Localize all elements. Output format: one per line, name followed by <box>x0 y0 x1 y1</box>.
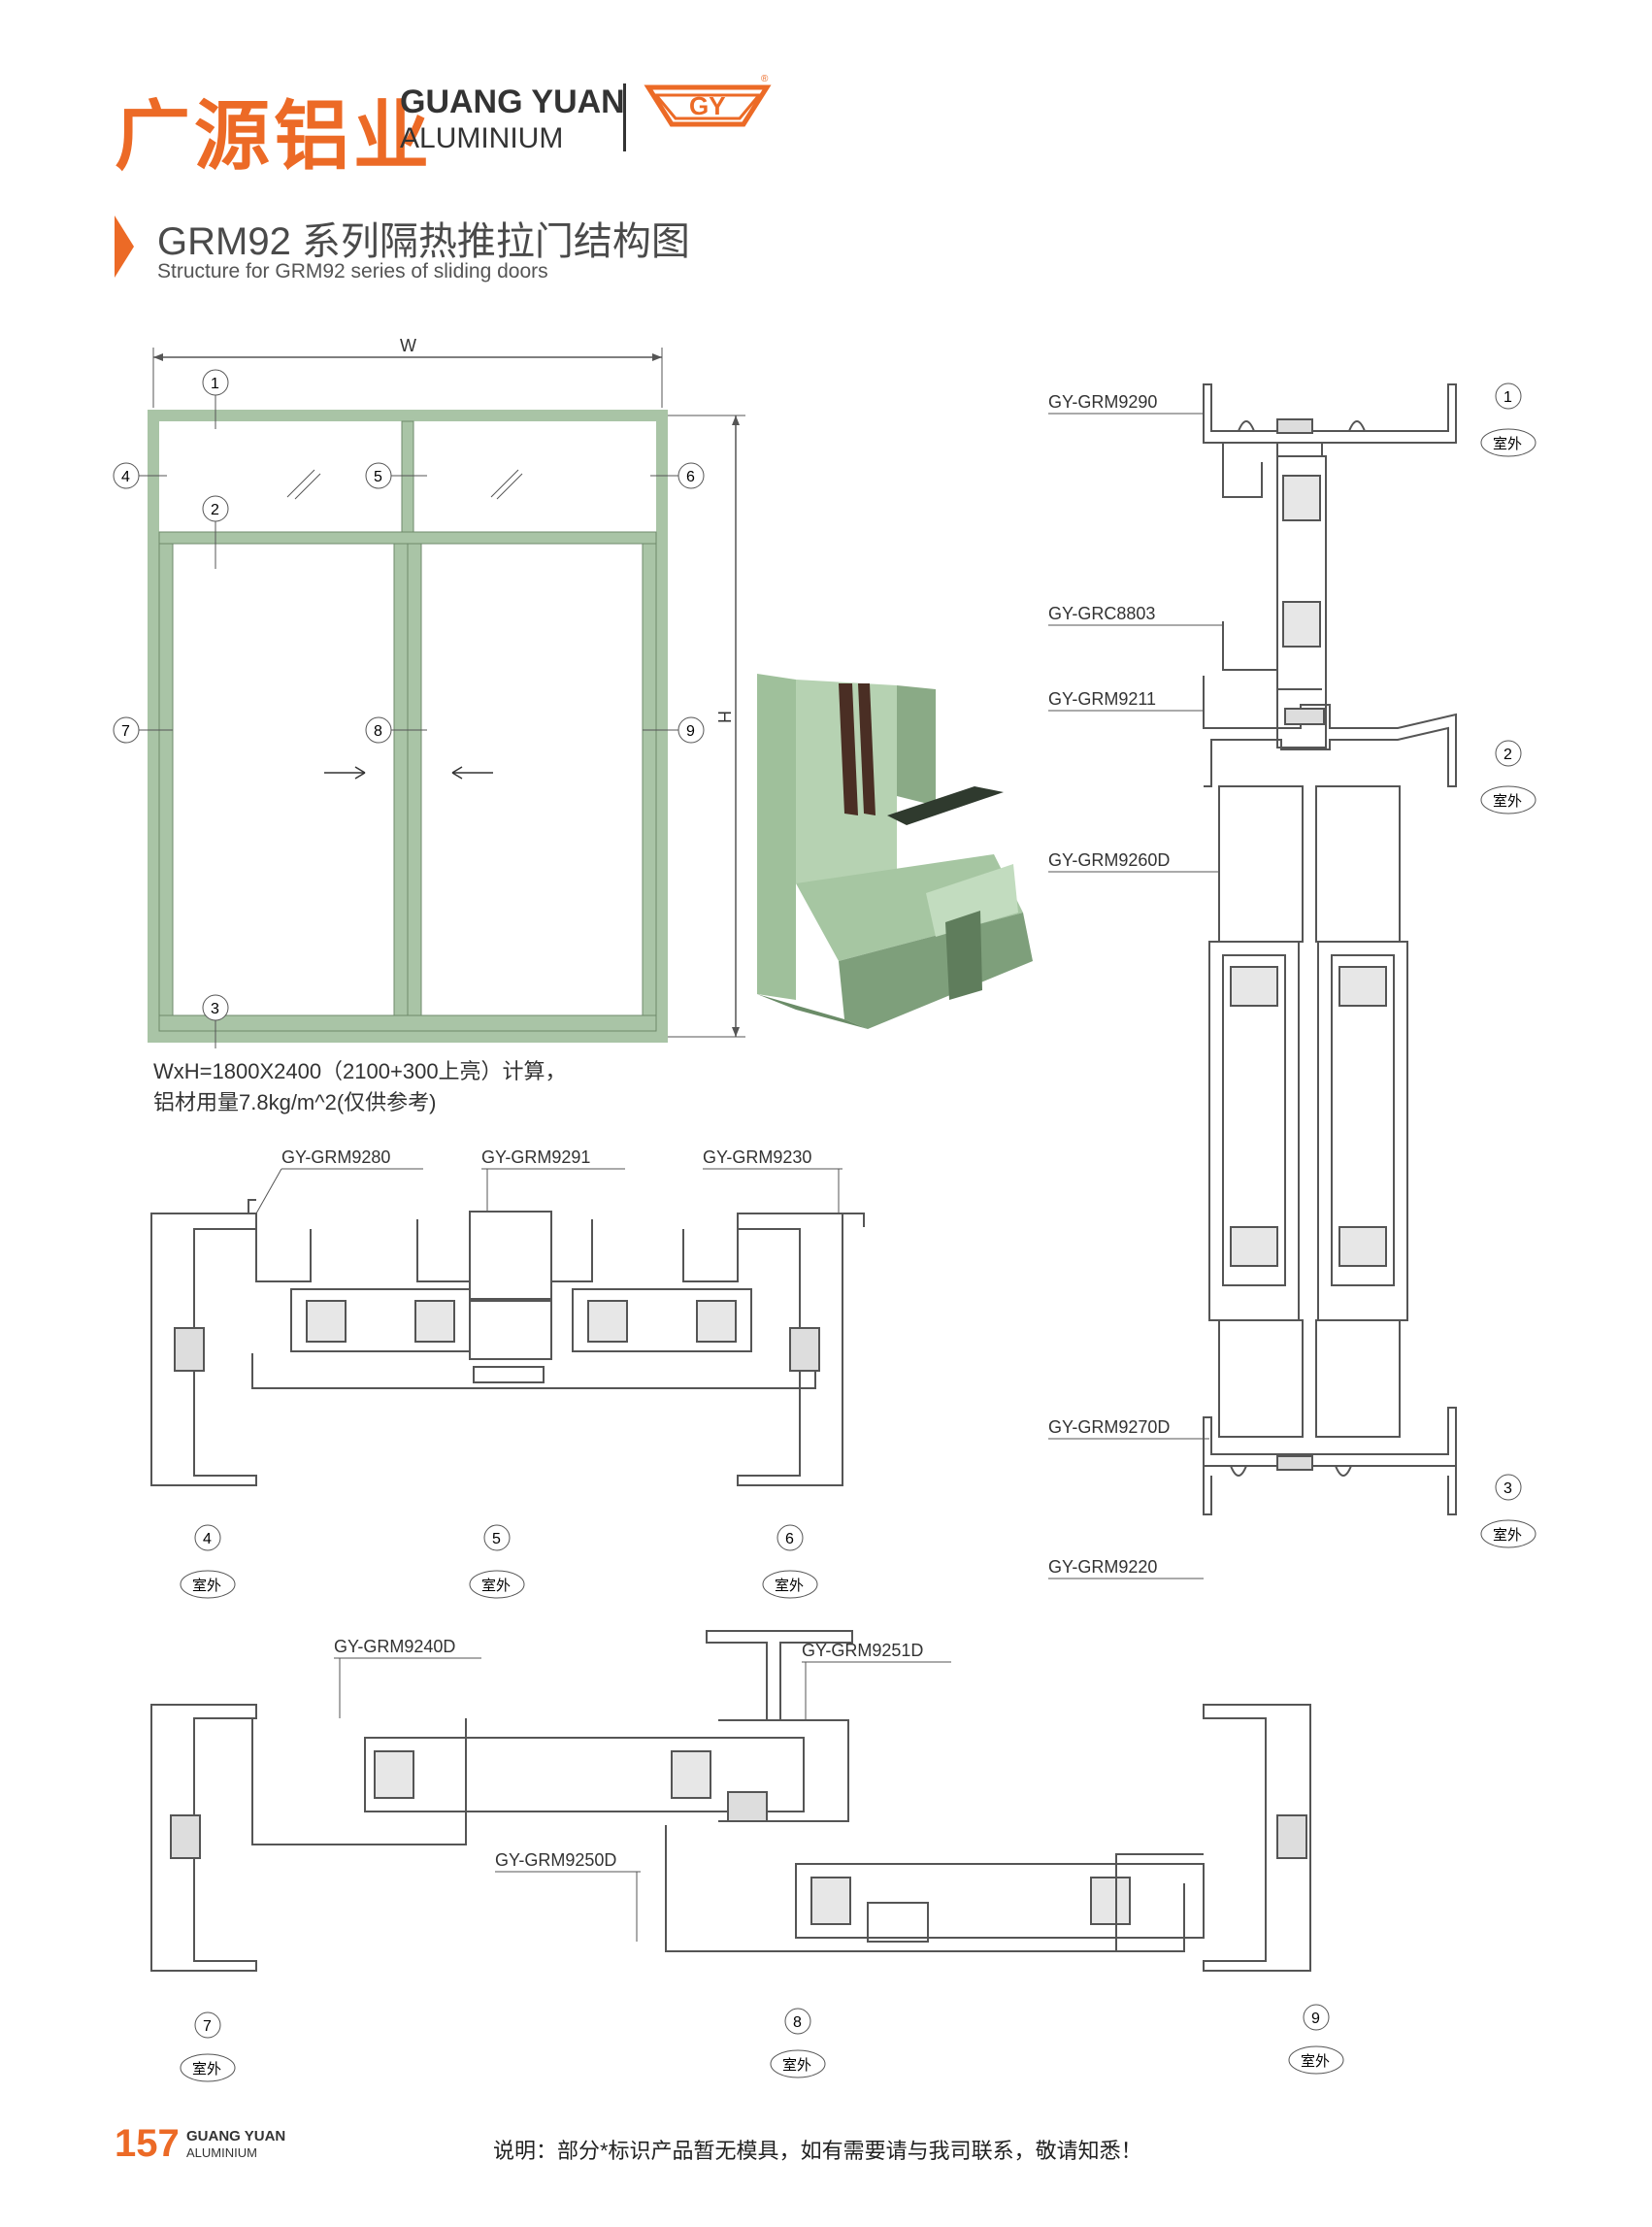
svg-text:室外: 室外 <box>782 2057 811 2074</box>
door-section-drawing: GY-GRM9240D GY-GRM9251D GY-GRM9250D 7 8 … <box>150 1630 1344 2082</box>
svg-text:3: 3 <box>211 1001 219 1017</box>
label-gy-grm9230: GY-GRM9230 <box>703 1147 811 1167</box>
vs-outside-tag-1: 室外 <box>1480 428 1536 457</box>
brand-divider <box>623 83 626 151</box>
brand-logo-text: GY <box>689 91 726 120</box>
height-label: H <box>714 711 734 723</box>
vs-callout-3: 3 <box>1495 1474 1522 1501</box>
ts-callout-5: 5 <box>483 1524 511 1551</box>
callout-3: 3 <box>202 994 229 1048</box>
vertical-section-drawing: GY-GRM9290 GY-GRC8803 GY-GRM9211 GY-GRM9… <box>1048 382 1536 1579</box>
svg-text:室外: 室外 <box>1493 436 1522 452</box>
ts-outside-tag-5: 室外 <box>469 1570 525 1599</box>
vs-callout-1: 1 <box>1495 382 1522 410</box>
label-gy-grm9290: GY-GRM9290 <box>1048 392 1157 412</box>
ds-callout-9: 9 <box>1303 2004 1330 2031</box>
svg-text:5: 5 <box>492 1531 501 1547</box>
svg-text:2: 2 <box>1503 747 1512 763</box>
elevation-drawing: W H 1 2 3 4 5 6 7 8 9 <box>113 336 745 1048</box>
svg-text:9: 9 <box>686 723 695 740</box>
transom-section-drawing: GY-GRM9280 GY-GRM9291 GY-GRM9230 4 5 6 室… <box>150 1147 865 1599</box>
brand-name-cn: 广源铝业 <box>115 93 434 181</box>
svg-text:7: 7 <box>203 2018 212 2035</box>
svg-text:6: 6 <box>785 1531 794 1547</box>
svg-text:室外: 室外 <box>1493 1527 1522 1544</box>
svg-text:7: 7 <box>121 723 130 740</box>
svg-text:室外: 室外 <box>1493 793 1522 810</box>
ds-outside-tag-7: 室外 <box>180 2053 236 2082</box>
footer-brand-line1: GUANG YUAN <box>186 2128 286 2144</box>
svg-text:4: 4 <box>121 469 130 485</box>
ts-callout-4: 4 <box>194 1524 221 1551</box>
caption-line-1: WxH=1800X2400（2100+300上亮）计算， <box>153 1059 567 1083</box>
callout-7: 7 <box>113 716 173 744</box>
label-gy-grm9250d: GY-GRM9250D <box>495 1850 616 1870</box>
label-gy-grm9291: GY-GRM9291 <box>481 1147 590 1167</box>
svg-text:室外: 室外 <box>192 2061 221 2077</box>
callout-2: 2 <box>202 495 229 569</box>
ds-outside-tag-8: 室外 <box>770 2049 826 2078</box>
svg-text:8: 8 <box>374 723 382 740</box>
ds-outside-tag-9: 室外 <box>1288 2045 1344 2075</box>
svg-text:9: 9 <box>1311 2011 1320 2027</box>
label-gy-grm9211: GY-GRM9211 <box>1048 689 1156 709</box>
callout-4: 4 <box>113 462 167 489</box>
ds-callout-7: 7 <box>194 2011 221 2039</box>
svg-text:室外: 室外 <box>481 1578 511 1594</box>
caption-line-2: 铝材用量7.8kg/m^2(仅供参考) <box>153 1090 437 1114</box>
page-subtitle: Structure for GRM92 series of sliding do… <box>157 260 548 283</box>
vs-outside-tag-3: 室外 <box>1480 1519 1536 1548</box>
ds-callout-8: 8 <box>784 2008 811 2035</box>
svg-text:6: 6 <box>686 469 695 485</box>
page-title: GRM92 系列隔热推拉门结构图 <box>157 220 690 263</box>
footer-brand-line2: ALUMINIUM <box>186 2145 257 2160</box>
elevation-caption: WxH=1800X2400（2100+300上亮）计算， 铝材用量7.8kg/m… <box>153 1056 567 1118</box>
callout-8: 8 <box>365 716 427 744</box>
label-gy-grm9270d: GY-GRM9270D <box>1048 1417 1170 1437</box>
brand-name-en-line2: ALUMINIUM <box>400 122 564 154</box>
ts-callout-6: 6 <box>776 1524 804 1551</box>
width-label: W <box>400 336 416 355</box>
footer-note: 说明：部分*标识产品暂无模具，如有需要请与我司联系，敬请知悉！ <box>493 2139 1142 2163</box>
svg-text:5: 5 <box>374 469 382 485</box>
callout-6: 6 <box>650 462 705 489</box>
profile-3d-render <box>757 674 1033 1029</box>
svg-text:®: ® <box>761 74 769 84</box>
brand-logo-icon: GY ® <box>644 74 772 127</box>
ts-outside-tag-4: 室外 <box>180 1570 236 1599</box>
svg-text:8: 8 <box>793 2014 802 2031</box>
callout-5: 5 <box>365 462 427 489</box>
label-gy-grm9260d: GY-GRM9260D <box>1048 850 1170 870</box>
ts-outside-tag-6: 室外 <box>762 1570 818 1599</box>
page-number: 157 <box>115 2122 180 2165</box>
svg-text:1: 1 <box>211 376 219 392</box>
label-gy-grm9251d: GY-GRM9251D <box>802 1641 923 1660</box>
label-gy-grm9240d: GY-GRM9240D <box>334 1637 455 1656</box>
svg-text:室外: 室外 <box>1301 2053 1330 2070</box>
svg-text:室外: 室外 <box>192 1578 221 1594</box>
brand-name-en-line1: GUANG YUAN <box>400 83 625 120</box>
svg-text:2: 2 <box>211 502 219 518</box>
label-gy-grm9280: GY-GRM9280 <box>281 1147 390 1167</box>
outer-frame <box>148 410 668 1043</box>
title-arrow-icon <box>115 216 134 278</box>
svg-text:4: 4 <box>203 1531 212 1547</box>
svg-text:3: 3 <box>1503 1480 1512 1497</box>
svg-text:室外: 室外 <box>775 1578 804 1594</box>
callout-1: 1 <box>202 369 229 429</box>
callout-9: 9 <box>643 716 705 744</box>
vs-callout-2: 2 <box>1495 740 1522 767</box>
vs-outside-tag-2: 室外 <box>1480 785 1536 814</box>
svg-text:1: 1 <box>1503 389 1512 406</box>
label-gy-grc8803: GY-GRC8803 <box>1048 604 1155 623</box>
label-gy-grm9220: GY-GRM9220 <box>1048 1557 1157 1577</box>
